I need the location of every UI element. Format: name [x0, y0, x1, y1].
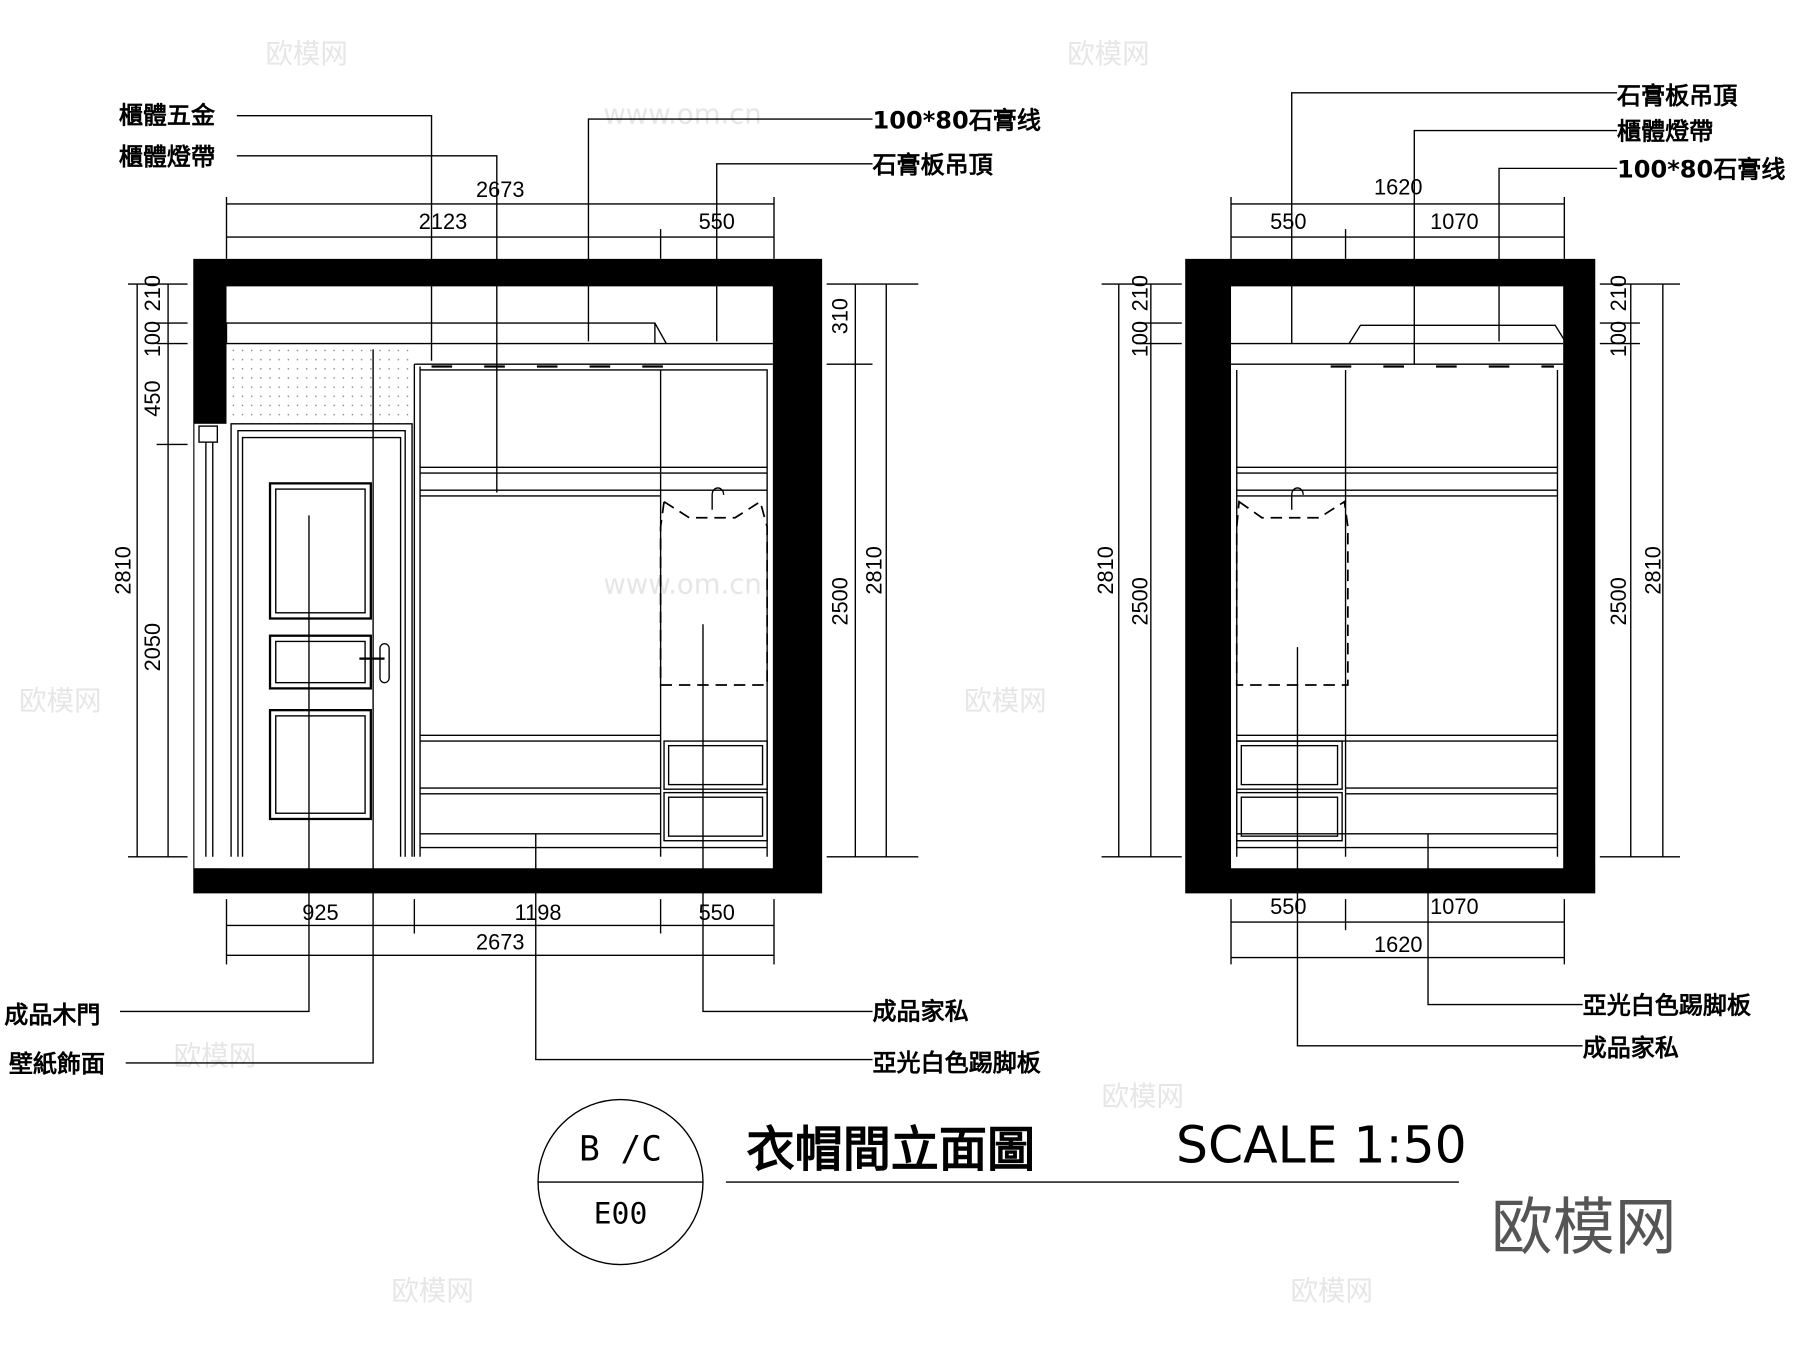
dim-top-a: 2123	[419, 209, 467, 234]
label-cabinet-light-strip: 櫃體燈帶	[119, 143, 215, 171]
label-gypsum-line: 100*80石膏线	[873, 106, 1041, 134]
svg-text:1198: 1198	[515, 900, 562, 925]
svg-text:欧模网: 欧模网	[174, 1040, 256, 1072]
svg-text:1070: 1070	[1430, 894, 1478, 919]
wood-door	[230, 423, 413, 857]
dim-top-total: 2673	[476, 177, 524, 202]
svg-text:石膏板吊頂: 石膏板吊頂	[1616, 82, 1738, 110]
label-furniture: 成品家私	[873, 997, 969, 1025]
svg-text:2500: 2500	[1127, 577, 1152, 625]
svg-text:210: 210	[140, 275, 165, 311]
label-kickboard: 亞光白色踢脚板	[873, 1049, 1042, 1077]
svg-text:1620: 1620	[1374, 932, 1422, 957]
label-wallpaper: 壁紙飾面	[9, 1050, 105, 1078]
drawing-scale: SCALE 1:50	[1176, 1116, 1467, 1175]
svg-text:2500: 2500	[1606, 577, 1631, 625]
drawing-title: 衣帽間立面圖	[747, 1122, 1036, 1178]
svg-text:欧模网: 欧模网	[1291, 1275, 1373, 1307]
svg-text:310: 310	[827, 298, 852, 334]
svg-text:925: 925	[302, 900, 338, 925]
svg-text:欧模网: 欧模网	[265, 38, 347, 70]
svg-text:2673: 2673	[476, 930, 524, 955]
svg-text:櫃體燈帶: 櫃體燈帶	[1617, 118, 1713, 146]
section-symbol-bottom: E00	[594, 1196, 648, 1231]
right-elevation: 1620 550 1070 550 1070 1620 2810 2500 21…	[1093, 82, 1785, 1062]
svg-text:100: 100	[140, 321, 165, 357]
svg-text:210: 210	[1606, 275, 1631, 311]
svg-text:www.om.cn: www.om.cn	[603, 99, 761, 131]
svg-text:550: 550	[1270, 209, 1306, 234]
svg-text:450: 450	[140, 380, 165, 416]
svg-text:1070: 1070	[1430, 209, 1478, 234]
svg-text:100*80石膏线: 100*80石膏线	[1617, 156, 1785, 184]
left-elevation: 2673 2123 550 925 1198 550 2673 210 100 …	[4, 102, 1042, 1078]
svg-text:欧模网: 欧模网	[19, 685, 101, 717]
svg-text:2810: 2810	[862, 546, 887, 594]
svg-text:2050: 2050	[140, 623, 165, 671]
svg-text:2810: 2810	[1093, 546, 1118, 594]
label-cabinet-hardware: 櫃體五金	[119, 102, 216, 130]
watermark-logo: 欧模网	[1491, 1191, 1677, 1263]
section-symbol-top: B /C	[579, 1129, 662, 1169]
label-wood-door: 成品木門	[4, 1001, 100, 1029]
label-gypsum-ceiling: 石膏板吊頂	[872, 151, 994, 179]
svg-text:成品家私: 成品家私	[1583, 1034, 1679, 1062]
svg-text:1620: 1620	[1374, 175, 1422, 200]
svg-text:亞光白色踢脚板: 亞光白色踢脚板	[1583, 992, 1752, 1020]
svg-text:550: 550	[699, 900, 735, 925]
svg-text:2500: 2500	[827, 577, 852, 625]
svg-text:欧模网: 欧模网	[964, 685, 1046, 717]
watermarks: 欧模网 www.om.cn 欧模网 欧模网 www.om.cn 欧模网 欧模网 …	[19, 38, 1373, 1307]
svg-text:2810: 2810	[110, 546, 135, 594]
svg-text:100: 100	[1127, 321, 1152, 357]
svg-text:欧模网: 欧模网	[1102, 1080, 1184, 1112]
svg-text:210: 210	[1127, 275, 1152, 311]
title-block: B /C E00 衣帽間立面圖 SCALE 1:50 欧模网	[537, 1098, 1677, 1266]
svg-text:550: 550	[1270, 894, 1306, 919]
svg-text:www.om.cn: www.om.cn	[603, 568, 761, 600]
svg-text:2810: 2810	[1641, 546, 1666, 594]
svg-text:欧模网: 欧模网	[391, 1275, 473, 1307]
wardrobe	[413, 363, 773, 857]
svg-text:100: 100	[1606, 321, 1631, 357]
svg-text:欧模网: 欧模网	[1067, 38, 1149, 70]
